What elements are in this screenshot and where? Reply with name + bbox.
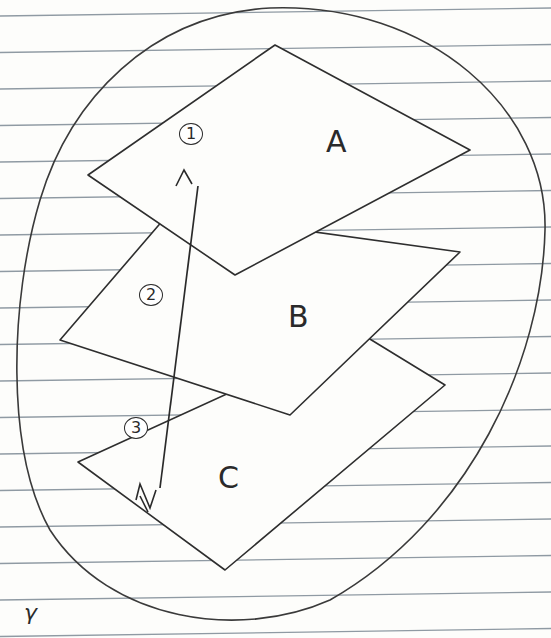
ruled-line <box>0 592 551 600</box>
enclosing-oval <box>17 8 545 620</box>
callout-number: 2 <box>139 284 163 306</box>
callout-number: 3 <box>124 417 148 439</box>
plane-shape: A <box>88 45 470 275</box>
ruled-lines <box>0 8 551 637</box>
plane-label: A <box>326 127 347 157</box>
line-through-planes <box>160 186 198 488</box>
plane-label: C <box>218 463 239 493</box>
plane-label: B <box>288 302 309 332</box>
caret-mark <box>176 170 192 186</box>
ruled-line <box>0 8 551 16</box>
callout-number: 1 <box>179 123 203 145</box>
ruled-line <box>0 629 551 637</box>
ruled-line <box>0 556 551 564</box>
note-text: γ <box>22 602 39 624</box>
plane-outline <box>88 45 470 275</box>
end-mark <box>136 484 156 512</box>
parallelogram <box>78 333 445 570</box>
